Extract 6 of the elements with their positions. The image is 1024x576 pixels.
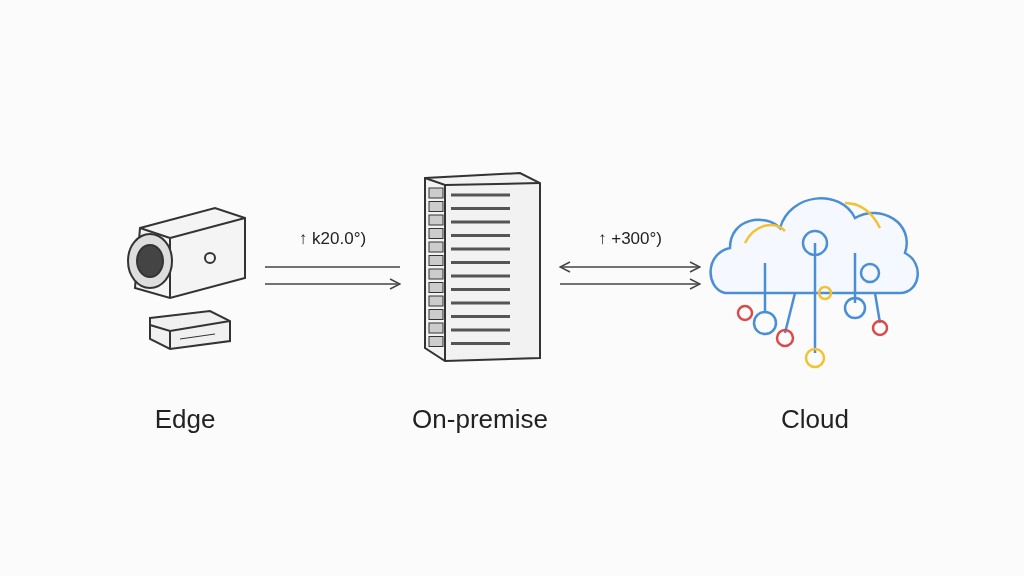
arrow bbox=[559, 278, 701, 290]
node-label: On-premise bbox=[412, 402, 548, 435]
node-label: Edge bbox=[154, 402, 216, 435]
arrow bbox=[264, 278, 401, 290]
node-label: Cloud bbox=[781, 402, 849, 435]
arrow bbox=[559, 261, 701, 273]
